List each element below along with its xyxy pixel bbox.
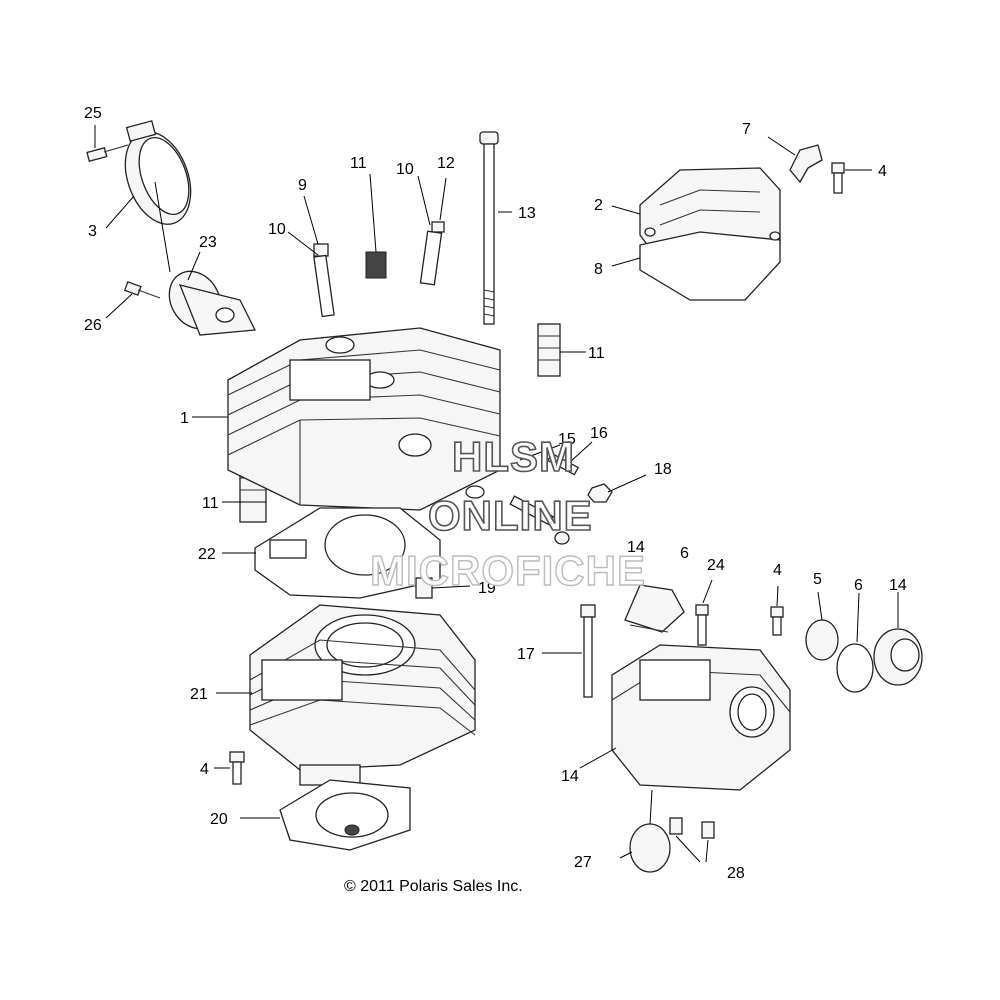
valve-cover-drawing bbox=[639, 167, 781, 301]
bolt-4c-drawing bbox=[770, 606, 784, 636]
callout-4-right: 4 bbox=[773, 562, 782, 579]
intake-boot-23-drawing bbox=[168, 270, 257, 336]
callout-11-left: 11 bbox=[202, 495, 219, 512]
cylinder-21-drawing bbox=[249, 604, 476, 786]
callout-21: 21 bbox=[190, 686, 208, 703]
callout-27: 27 bbox=[574, 854, 592, 871]
callout-10-left: 10 bbox=[268, 221, 286, 238]
callout-26: 26 bbox=[84, 317, 102, 334]
watermark: HLSM ONLINE MICROFICHE bbox=[369, 432, 646, 595]
callout-3: 3 bbox=[88, 223, 97, 240]
leader-lines bbox=[94, 125, 899, 863]
base-gasket-20-drawing bbox=[279, 779, 411, 851]
watermark-line-1: HLSM bbox=[452, 433, 575, 480]
callout-13: 13 bbox=[518, 205, 536, 222]
screw-26-drawing bbox=[123, 281, 161, 299]
screw-25-drawing bbox=[86, 144, 129, 162]
callout-9: 9 bbox=[298, 177, 307, 194]
callout-22: 22 bbox=[198, 546, 216, 563]
bolt-4b-drawing bbox=[229, 751, 245, 785]
callout-6-left: 6 bbox=[680, 545, 689, 562]
stud-13-drawing bbox=[479, 131, 499, 325]
head-hardware-drawing bbox=[465, 452, 613, 545]
watermark-line-3: MICROFICHE bbox=[370, 547, 646, 594]
callout-6-right: 6 bbox=[854, 577, 863, 594]
bolt-4a-drawing bbox=[831, 162, 845, 194]
callout-7: 7 bbox=[742, 121, 751, 138]
plug-cap-drawing bbox=[805, 619, 923, 693]
callout-16: 16 bbox=[590, 425, 608, 442]
fin-dampers-drawing bbox=[239, 251, 561, 523]
clamp-3-drawing bbox=[124, 120, 192, 225]
callout-20: 20 bbox=[210, 811, 228, 828]
callout-14-top: 14 bbox=[627, 539, 645, 556]
callout-labels: 25 3 23 26 9 10 11 10 12 13 7 4 2 8 11 1… bbox=[84, 105, 907, 882]
copyright-text: © 2011 Polaris Sales Inc. bbox=[344, 878, 523, 895]
callout-24: 24 bbox=[707, 557, 725, 574]
head-gasket-22-drawing bbox=[254, 507, 441, 599]
bolts-24-17-drawing bbox=[580, 604, 709, 698]
callout-11-top: 11 bbox=[350, 155, 367, 172]
callout-25: 25 bbox=[84, 105, 102, 122]
callout-18: 18 bbox=[654, 461, 672, 478]
callout-8: 8 bbox=[594, 261, 603, 278]
callout-28: 28 bbox=[727, 865, 745, 882]
callout-5: 5 bbox=[813, 571, 822, 588]
callout-23: 23 bbox=[199, 234, 217, 251]
breather-7-drawing bbox=[789, 144, 823, 184]
watermark-line-2: ONLINE bbox=[428, 492, 593, 539]
seal-14-top-drawing bbox=[624, 584, 685, 633]
callout-14-bottom: 14 bbox=[561, 768, 579, 785]
cylinder-head-1-drawing bbox=[227, 327, 501, 511]
cam-housing-14-drawing bbox=[611, 644, 791, 791]
callout-12: 12 bbox=[437, 155, 455, 172]
valve-guides-drawing bbox=[313, 221, 445, 318]
callout-4-top: 4 bbox=[878, 163, 887, 180]
plug-27-dowels-28-drawing bbox=[629, 817, 715, 873]
callout-19: 19 bbox=[478, 580, 496, 597]
callout-2: 2 bbox=[594, 197, 603, 214]
callout-15: 15 bbox=[558, 431, 576, 448]
callout-14-right: 14 bbox=[889, 577, 907, 594]
callout-17: 17 bbox=[517, 646, 535, 663]
callout-4-left: 4 bbox=[200, 761, 209, 778]
callout-1: 1 bbox=[180, 410, 189, 427]
callout-11-right: 11 bbox=[588, 345, 605, 362]
callout-10-right: 10 bbox=[396, 161, 414, 178]
